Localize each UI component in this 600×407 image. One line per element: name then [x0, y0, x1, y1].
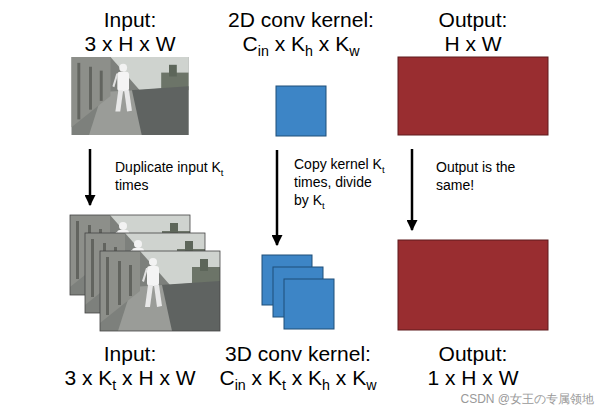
heading: 2D conv kernel:Cin x Kh x Kw — [228, 8, 374, 56]
down-arrow — [276, 150, 279, 245]
heading: Input:3 x Kt x H x W — [64, 342, 195, 390]
arrow-note: Copy kernel Kt times, divide by Kt — [294, 155, 386, 209]
heading-text: H x W — [439, 32, 508, 56]
heading-text: Cin x Kh x Kw — [228, 32, 374, 56]
kernel-square — [276, 86, 326, 136]
heading-text: 3 x H x W — [84, 32, 175, 56]
input-photo — [72, 57, 189, 135]
arrow-note: Duplicate input Kt times — [115, 158, 255, 194]
figure-node: Input:3 x H x W — [70, 57, 190, 135]
arrow-note: Output is the same! — [436, 158, 546, 194]
output-map — [398, 57, 548, 135]
heading-text: 3D conv kernel: — [219, 342, 376, 366]
heading: Output:1 x H x W — [427, 342, 518, 390]
figure-node: Output:1 x H x W — [398, 240, 548, 330]
heading-text: Input: — [84, 8, 175, 32]
down-arrow — [411, 149, 414, 230]
watermark: CSDN @女王の专属领地 — [460, 392, 594, 406]
heading-text: 2D conv kernel: — [228, 8, 374, 32]
figure-node: Output:H x W — [398, 57, 548, 135]
heading-text: Input: — [64, 342, 195, 366]
heading-text: 1 x H x W — [427, 366, 518, 390]
heading-text: Output: — [439, 8, 508, 32]
figure-node: Input:3 x Kt x H x W — [70, 215, 220, 331]
heading: Input:3 x H x W — [84, 8, 175, 56]
stacked-photos — [70, 215, 220, 331]
heading-text: Cin x Kt x Kh x Kw — [219, 366, 376, 390]
down-arrow — [89, 149, 92, 205]
figure-node: 3D conv kernel:Cin x Kt x Kh x Kw — [262, 255, 334, 329]
figure-node: 2D conv kernel:Cin x Kh x Kw — [276, 86, 326, 136]
heading: Output:H x W — [439, 8, 508, 56]
output-map — [398, 240, 548, 330]
heading: 3D conv kernel:Cin x Kt x Kh x Kw — [219, 342, 376, 390]
heading-text: 3 x Kt x H x W — [64, 366, 195, 390]
heading-text: Output: — [427, 342, 518, 366]
stacked-kernels — [262, 255, 334, 329]
